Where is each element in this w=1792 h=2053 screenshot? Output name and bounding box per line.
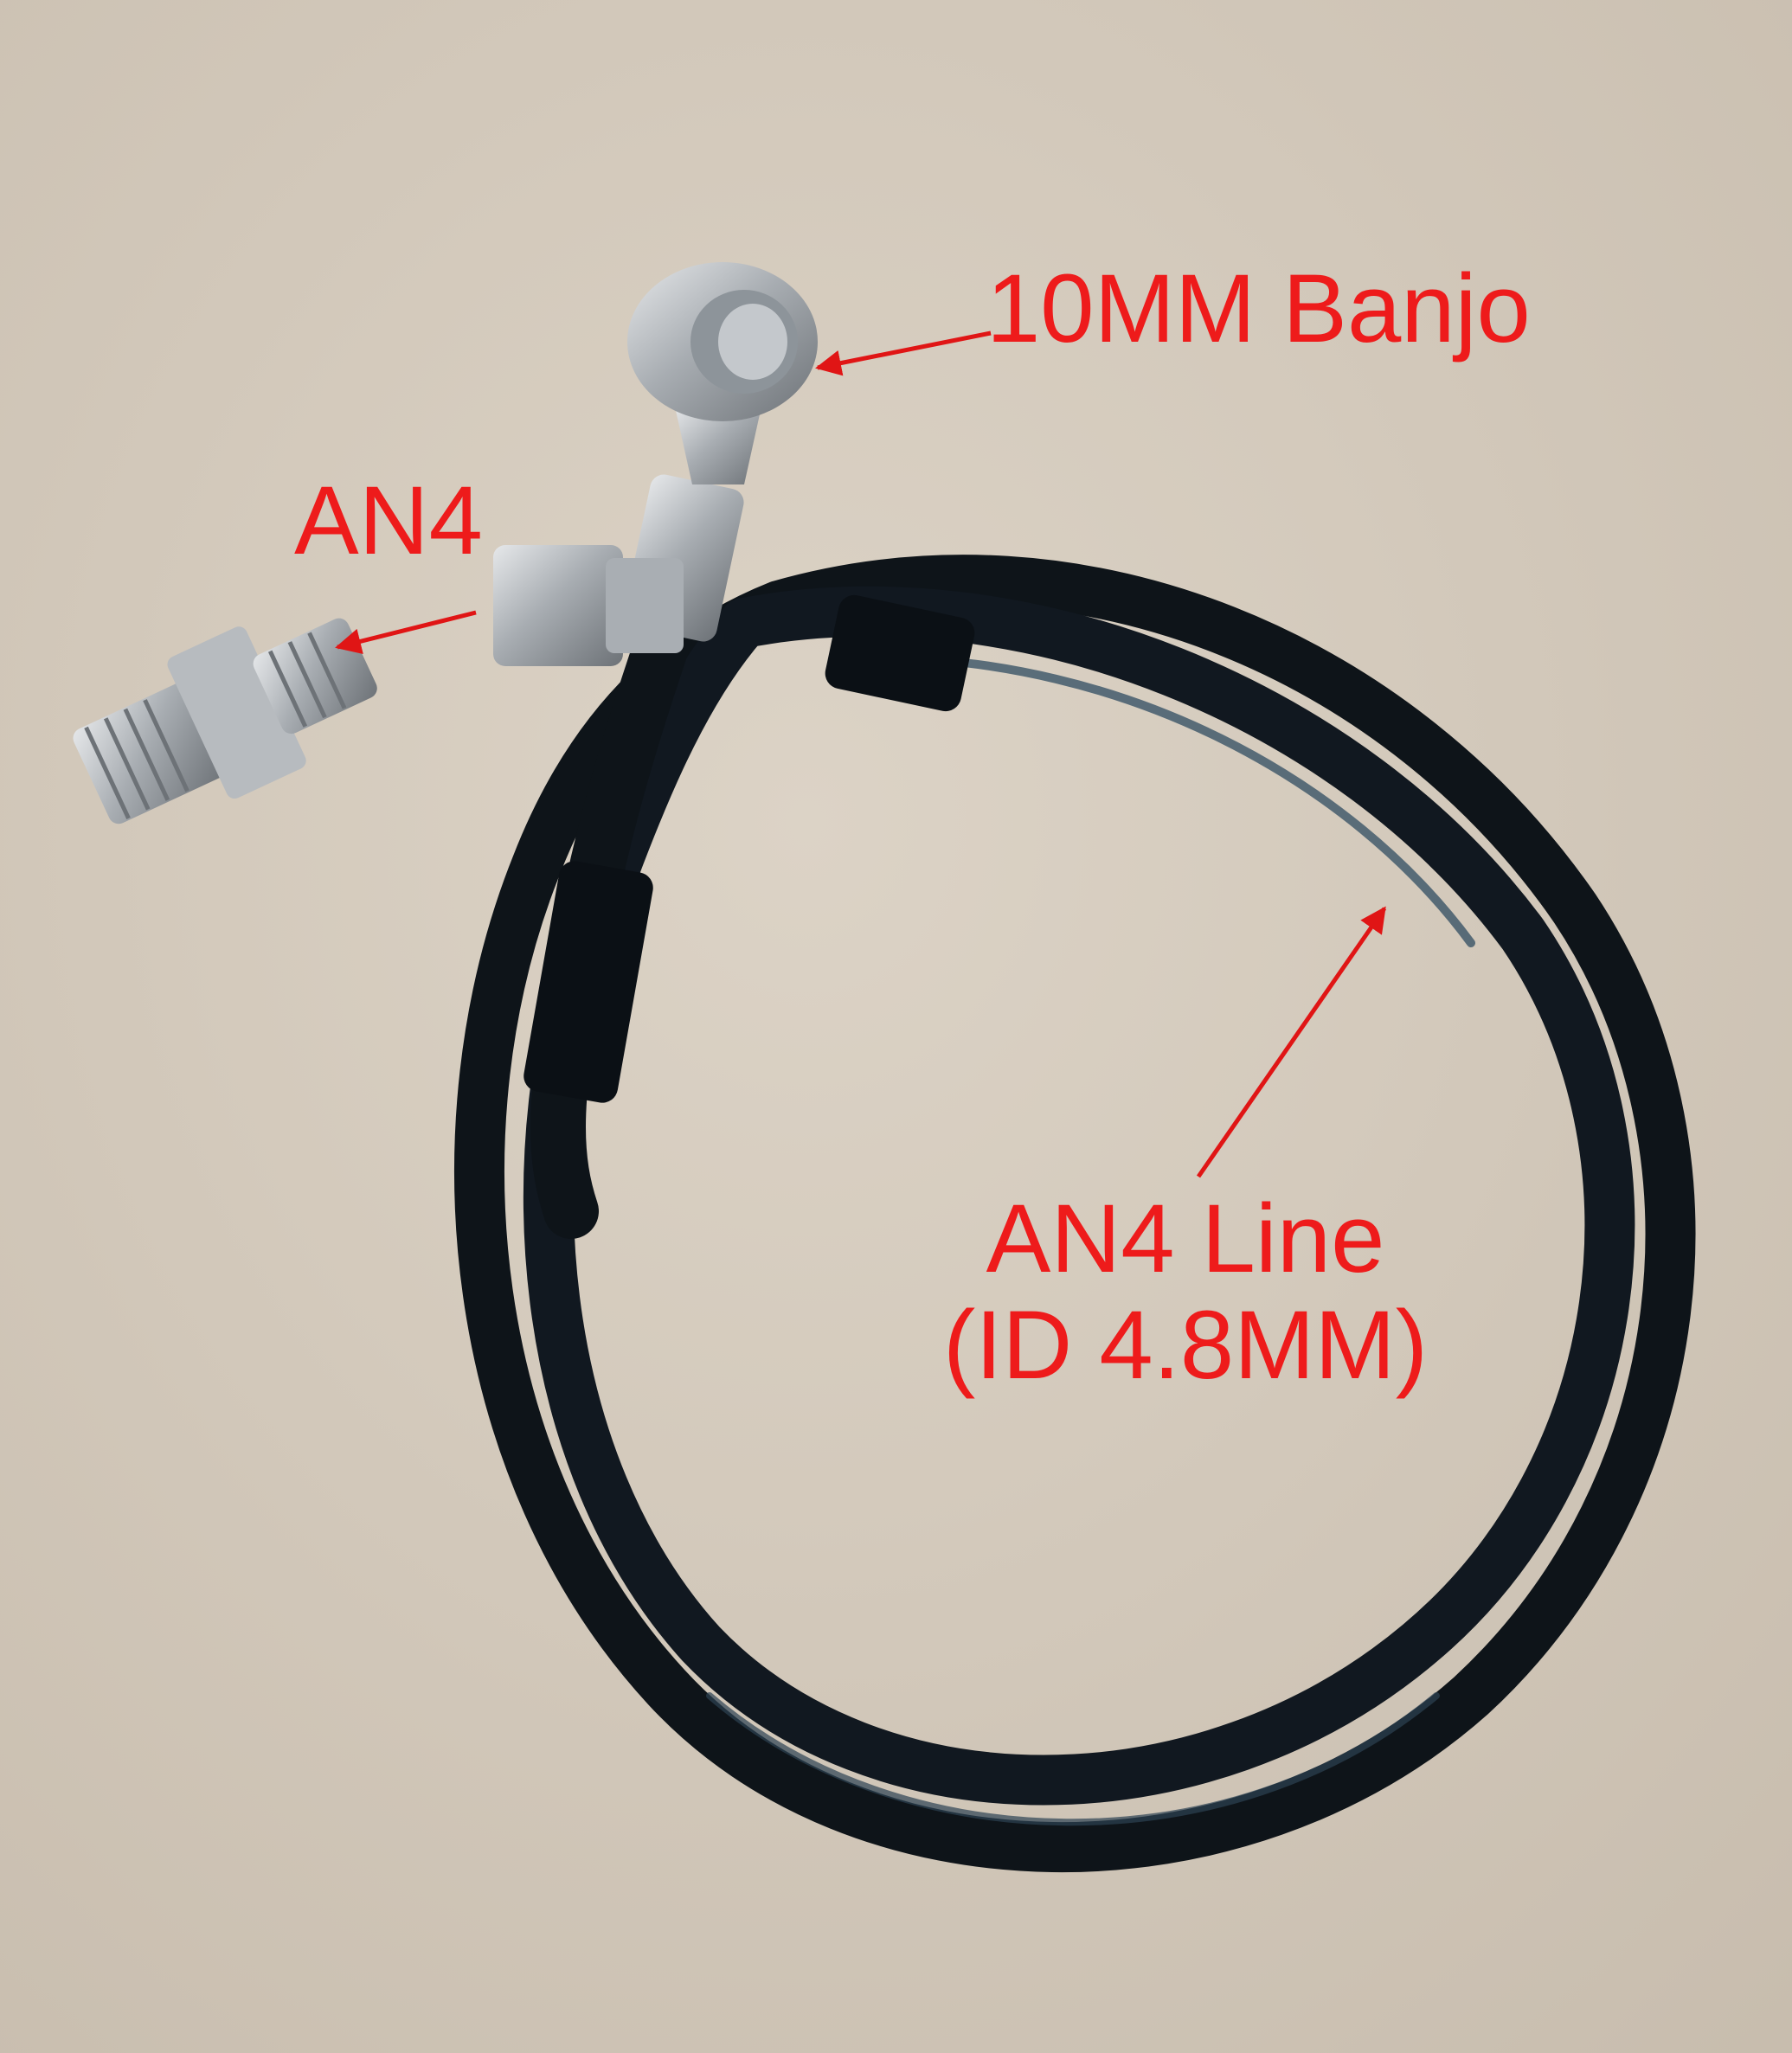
adapter-threads (84, 632, 347, 820)
hose-end-nut (493, 545, 684, 666)
heat-shrink-sleeve (523, 861, 653, 1103)
nut-body (606, 558, 684, 653)
label-an4: AN4 (294, 466, 483, 574)
adapter-hex (167, 626, 306, 799)
brake-hose-coil (454, 555, 1696, 1872)
banjo-ring-hole-inner (718, 304, 787, 380)
arrow-line (1196, 906, 1387, 1178)
arrow-banjo (815, 330, 992, 376)
adapter-thread-left (73, 682, 228, 824)
label-an4-line: AN4 Line (ID 4.8MM) (926, 1184, 1445, 1400)
hose-highlight-lower (706, 1692, 1440, 1826)
label-an4-line-title: AN4 Line (986, 1184, 1385, 1293)
label-an4-line-id: (ID 4.8MM) (943, 1291, 1428, 1400)
heat-shrink-sleeve-2 (825, 594, 975, 712)
nut-hex (493, 545, 623, 666)
banjo-neck (675, 407, 761, 484)
hose-highlight (870, 653, 1475, 947)
arrow-an4 (335, 610, 477, 655)
label-10mm-banjo: 10MM Banjo (986, 254, 1531, 362)
hose-loop-outer (454, 555, 1696, 1872)
